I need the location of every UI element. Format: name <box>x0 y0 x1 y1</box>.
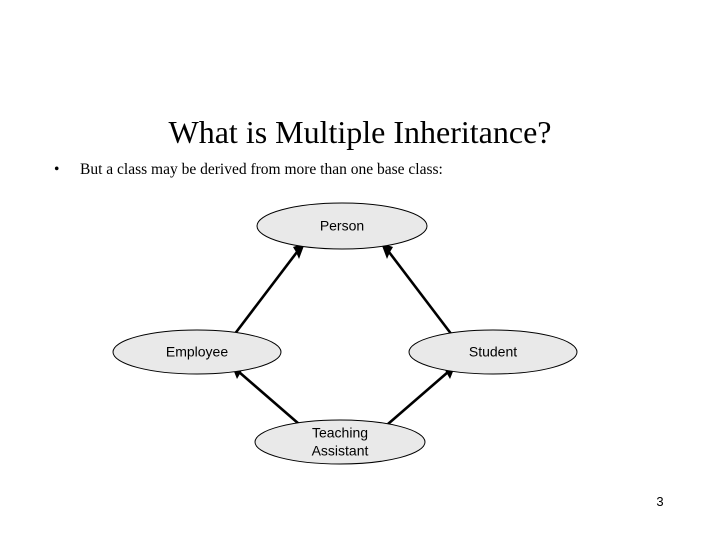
student-label: Student <box>469 344 517 360</box>
diagram-node-employee[interactable]: Employee <box>112 329 282 375</box>
teaching-assistant-label-line2: Assistant <box>312 443 369 459</box>
edge-student-to-person <box>381 243 454 336</box>
edge-employee-to-person <box>232 243 305 336</box>
person-label: Person <box>320 218 364 234</box>
person-ellipse[interactable] <box>256 202 428 250</box>
teaching-assistant-label-line1: Teaching <box>312 425 368 441</box>
page-title: What is Multiple Inheritance? <box>168 114 552 151</box>
edge-ta-to-employee <box>231 364 300 425</box>
page-number: 3 <box>656 494 664 509</box>
diagram-node-person[interactable]: Person <box>256 202 428 250</box>
diagram-node-student[interactable]: Student <box>408 329 578 375</box>
edge-ta-to-student <box>387 364 456 425</box>
bullet-list-item: • But a class may be derived from more t… <box>54 160 674 180</box>
bullet-item-label: But a class may be derived from more tha… <box>80 161 443 178</box>
bullet-marker-icon: • <box>54 161 60 178</box>
student-ellipse[interactable] <box>408 329 578 375</box>
diagram-node-teaching-assistant[interactable]: Teaching Assistant <box>254 419 426 465</box>
employee-label: Employee <box>166 344 228 360</box>
teaching-assistant-ellipse[interactable] <box>254 419 426 465</box>
employee-ellipse[interactable] <box>112 329 282 375</box>
